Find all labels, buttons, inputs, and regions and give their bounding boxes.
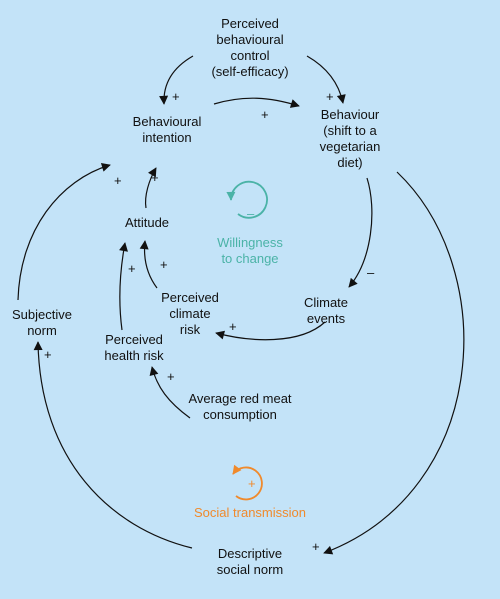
sign-behaviour-to-climate-events: – bbox=[367, 265, 375, 280]
arrow-behaviour-to-climate-events bbox=[348, 177, 373, 288]
node-perceived-climate-risk: Perceived climate risk bbox=[161, 290, 219, 337]
sign-red-meat-to-health: + bbox=[167, 369, 175, 384]
node-climate-events: Climate events bbox=[303, 295, 349, 326]
arrow-health-to-attitude bbox=[119, 242, 128, 331]
arrow-behaviour-to-descriptive bbox=[323, 171, 465, 555]
willingness-loop-sign: – bbox=[247, 206, 255, 221]
arrow-red-meat-to-health bbox=[149, 366, 191, 419]
sign-climate-events-to-risk: + bbox=[229, 319, 237, 334]
arrow-descriptive-to-subjective bbox=[33, 341, 193, 549]
sign-pbc-to-behaviour: + bbox=[326, 89, 334, 104]
node-descriptive-social-norm: Descriptive social norm bbox=[216, 546, 284, 577]
arrow-subjective-to-intention bbox=[17, 163, 111, 301]
arrow-pbc-to-behaviour bbox=[306, 55, 346, 104]
sign-intention-to-behaviour: + bbox=[261, 107, 269, 122]
node-attitude: Attitude bbox=[124, 215, 170, 230]
sign-health-to-attitude: + bbox=[128, 261, 136, 276]
node-subjective-norm: Subjective norm bbox=[12, 307, 72, 338]
willingness-loop-icon bbox=[226, 180, 268, 219]
node-perceived-health-risk: Perceived health risk bbox=[104, 332, 164, 363]
social-loop-sign: + bbox=[248, 476, 256, 491]
sign-climate-risk-to-attitude: + bbox=[160, 257, 168, 272]
arrow-climate-risk-to-attitude bbox=[139, 240, 158, 289]
sign-subjective-to-intention: + bbox=[114, 173, 122, 188]
arrow-climate-events-to-risk bbox=[215, 321, 326, 341]
social-transmission-loop-label: Social transmission bbox=[194, 505, 306, 520]
arrow-attitude-to-intention bbox=[144, 167, 157, 209]
sign-behaviour-to-descriptive: + bbox=[312, 539, 320, 554]
sign-pbc-to-intention: + bbox=[172, 89, 180, 104]
sign-attitude-to-intention: + bbox=[151, 170, 159, 185]
node-behaviour: Behaviour (shift to a vegetarian diet) bbox=[319, 107, 381, 170]
social-transmission-loop-icon bbox=[232, 464, 263, 501]
arrow-pbc-to-intention bbox=[159, 55, 194, 105]
willingness-loop-label: Willingness to change bbox=[217, 235, 283, 266]
node-perceived-behavioural-control: Perceived behavioural control (self-effi… bbox=[211, 16, 289, 79]
node-average-red-meat-consumption: Average red meat consumption bbox=[188, 391, 292, 422]
node-behavioural-intention: Behavioural intention bbox=[132, 114, 202, 145]
sign-descriptive-to-subjective: + bbox=[44, 347, 52, 362]
arrow-intention-to-behaviour bbox=[213, 97, 300, 108]
